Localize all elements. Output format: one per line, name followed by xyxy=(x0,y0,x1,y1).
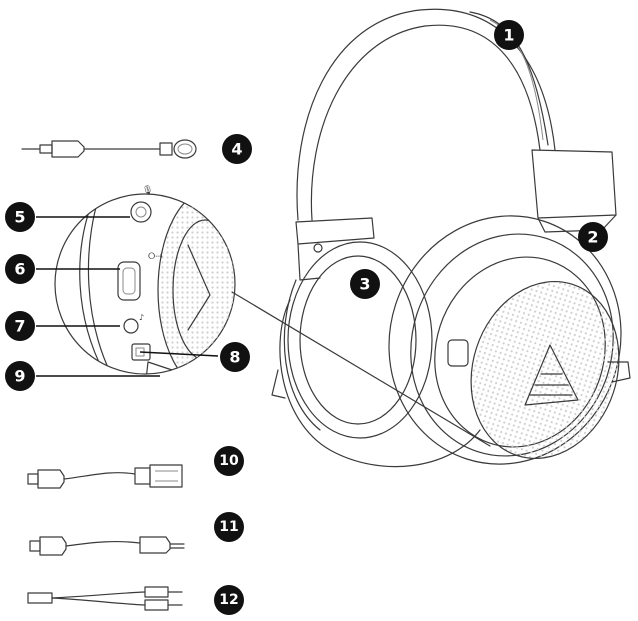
y-splitter-cable xyxy=(28,587,182,610)
callout-3: 3 xyxy=(350,269,380,299)
callout-2: 2 xyxy=(578,222,608,252)
callout-label: 5 xyxy=(14,208,25,227)
callout-9: 9 xyxy=(5,361,35,391)
callout-5: 5 xyxy=(5,202,35,232)
callout-4: 4 xyxy=(222,134,252,164)
callout-7: 7 xyxy=(5,311,35,341)
headphone-symbol-icon: ♪ xyxy=(139,313,144,322)
headset-drawing xyxy=(272,9,638,494)
callout-label: 3 xyxy=(359,275,370,294)
callout-label: 2 xyxy=(587,228,598,247)
callout-label: 8 xyxy=(229,348,240,367)
callout-label: 6 xyxy=(14,260,25,279)
callout-6: 6 xyxy=(5,254,35,284)
usb-c-to-usb-a-cable xyxy=(28,465,182,488)
callout-label: 10 xyxy=(219,453,239,469)
mic-symbol-icon: 🎙 xyxy=(142,185,153,196)
callout-label: 11 xyxy=(219,519,238,535)
callout-label: 4 xyxy=(231,140,242,159)
usb-c-to-3.5mm-cable xyxy=(30,537,184,555)
callout-1: 1 xyxy=(494,20,524,50)
detail-magnifier: ⭘⇢ 🎙 ♪ xyxy=(55,180,490,446)
callout-label: 9 xyxy=(14,367,25,386)
microphone-drawing xyxy=(22,140,196,158)
callout-label: 7 xyxy=(14,317,25,336)
callout-label: 12 xyxy=(219,592,238,608)
callout-8: 8 xyxy=(220,342,250,372)
callout-11: 11 xyxy=(214,512,244,542)
callout-12: 12 xyxy=(214,585,244,615)
callout-label: 1 xyxy=(503,26,514,45)
callout-10: 10 xyxy=(214,446,244,476)
usb-symbol-icon: ⭘⇢ xyxy=(148,252,163,262)
